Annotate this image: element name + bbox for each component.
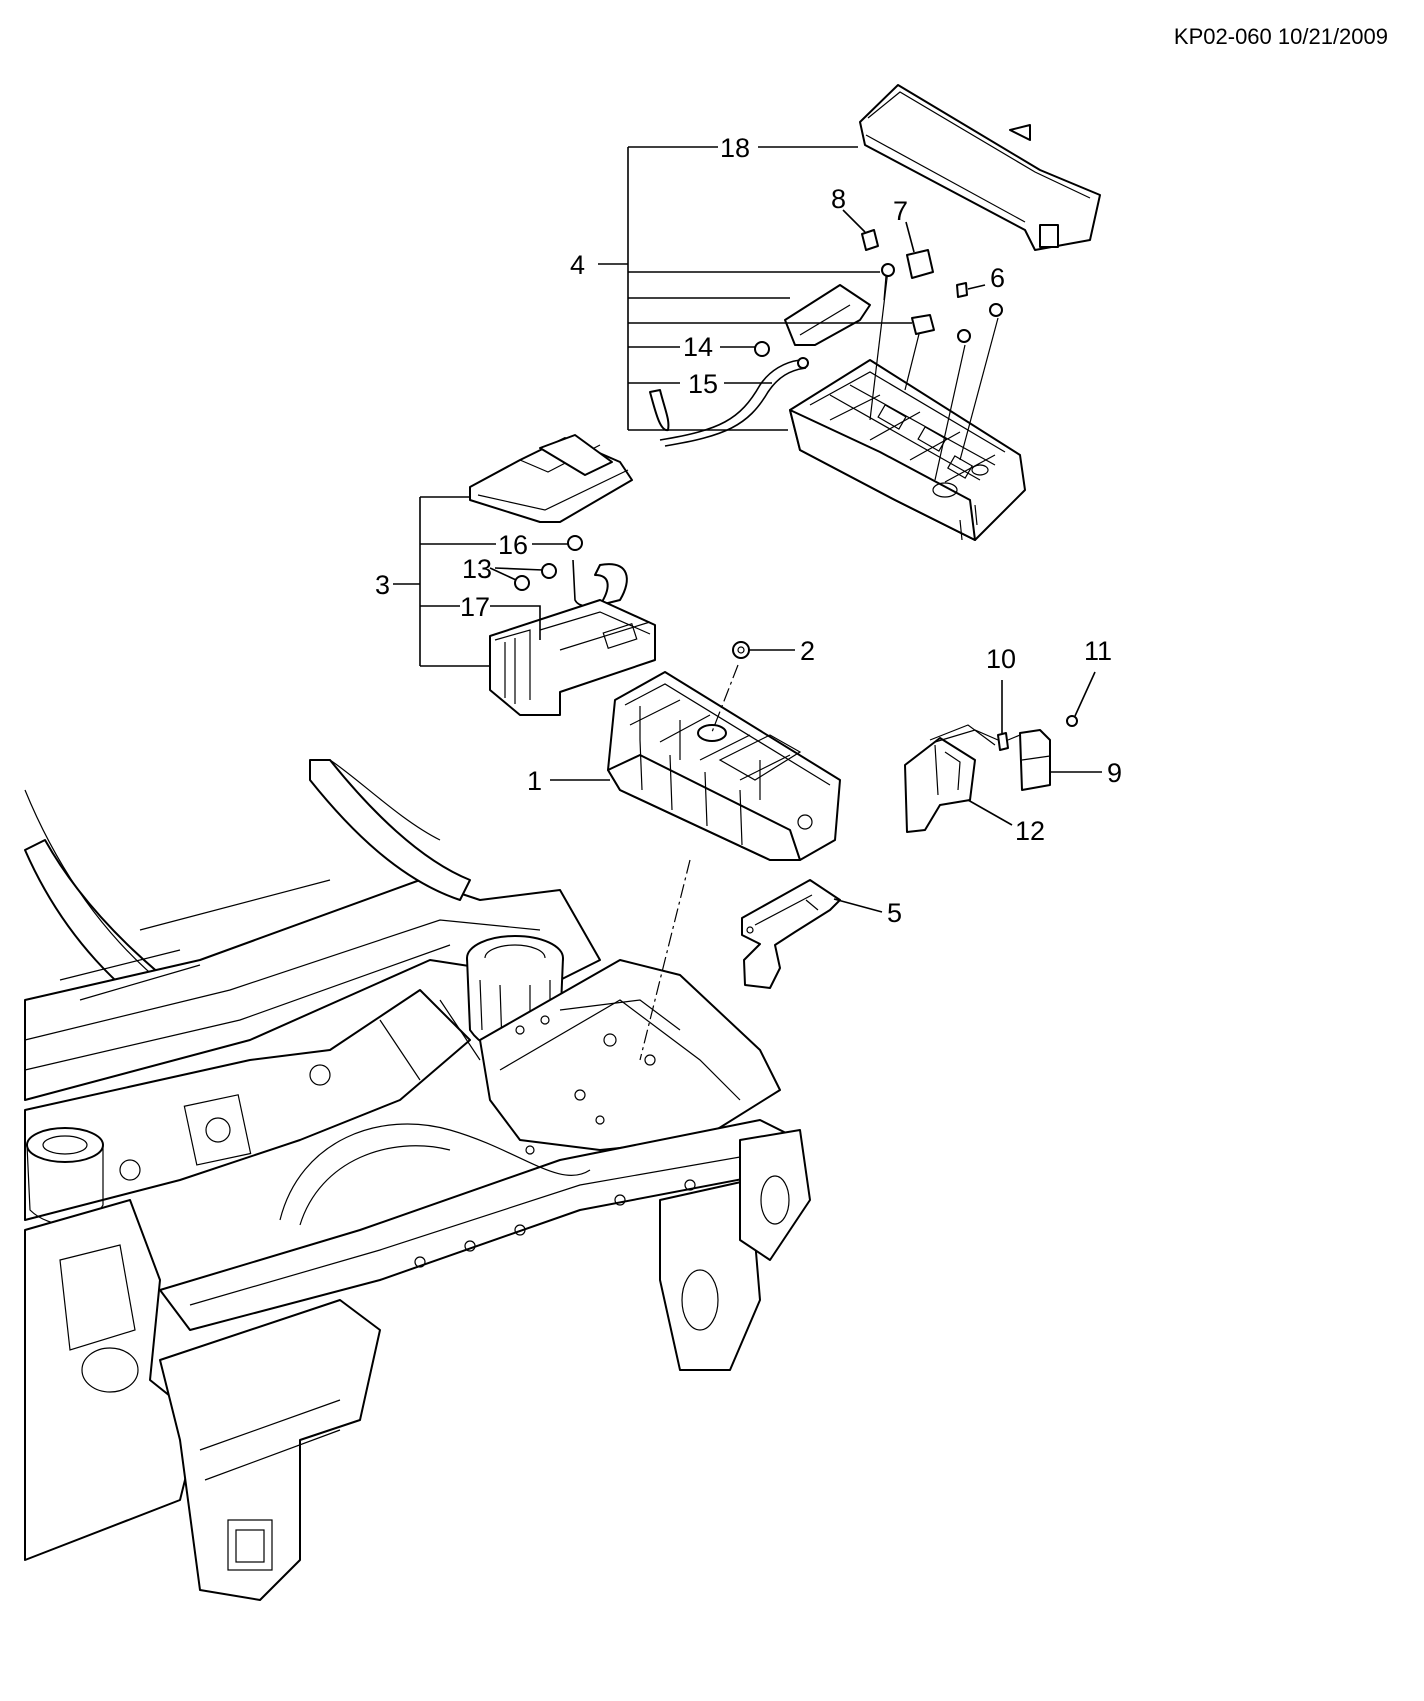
part-4-fuse-block-assembly [789,269,1026,541]
callout-17: 17 [460,592,491,622]
callout-2: 2 [800,636,816,666]
part-connector-small [911,314,935,335]
part-fuse-bracket [784,284,871,346]
callout-16: 16 [498,530,529,560]
leader-lines [393,146,1102,913]
callout-9: 9 [1107,758,1123,788]
vehicle-front-structure [24,759,811,1601]
part-15-cable [649,357,809,447]
part-14-nut [754,341,770,357]
callout-14: 14 [683,332,714,362]
part-13-nuts [514,563,557,591]
callout-10: 10 [986,644,1017,674]
callout-15: 15 [688,369,719,399]
part-16-nut [567,535,583,551]
part-18-fuse-box-cover [859,84,1101,251]
part-5-bracket [741,879,841,989]
part-6-clip [956,282,968,298]
part-3-lid [469,434,633,523]
callout-12: 12 [1015,816,1046,846]
part-7-relay [906,249,934,279]
callout-11: 11 [1084,636,1113,666]
callout-1: 1 [527,766,543,796]
diagram-code-date: KP02-060 10/21/2009 [1173,24,1388,49]
callout-13: 13 [462,554,493,584]
callout-5: 5 [887,898,903,928]
part-11-screw [1066,715,1078,727]
callout-7: 7 [893,196,909,226]
callout-18: 18 [720,133,751,163]
part-bolt-upper [881,263,1003,343]
part-10-clip [997,732,1009,751]
part-12-bracket [904,724,996,833]
part-8-fuse [861,229,879,251]
part-2-nut [732,641,750,659]
assembly-line-1-to-body [639,859,691,1061]
part-9-module [1019,729,1051,791]
part-3-cable-loop [572,559,628,607]
callout-6: 6 [990,263,1006,293]
assembly-line-2-to-1 [711,664,739,733]
callout-4: 4 [570,250,586,280]
part-17-base [489,599,656,716]
callout-8: 8 [831,184,847,214]
callout-3: 3 [375,570,391,600]
part-1-fuse-box-tray [607,671,841,861]
